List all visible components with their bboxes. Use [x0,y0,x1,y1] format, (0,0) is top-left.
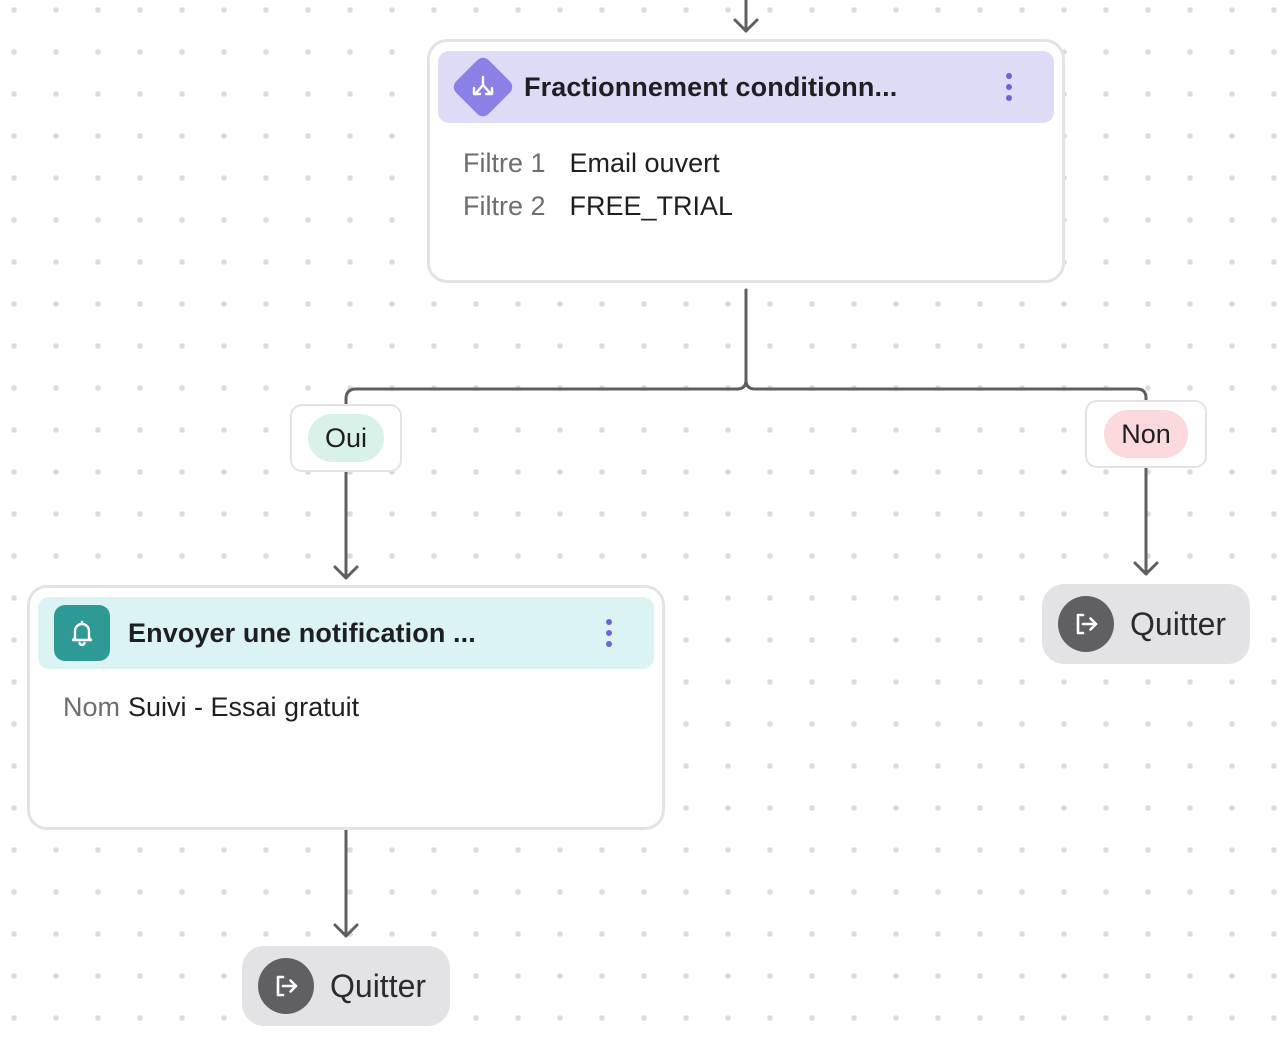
split-right-connector [744,378,1148,404]
bell-icon [54,605,110,661]
incoming-arrowhead [733,18,759,33]
notification-name-label: Nom [63,692,121,722]
split-node-title: Fractionnement conditionn... [524,71,898,102]
notification-node-title: Envoyer une notification ... [128,617,476,648]
split-node-more-options-icon[interactable] [994,67,1024,107]
split-arrows-icon [450,54,516,120]
notification-node-more-options-icon[interactable] [594,613,624,653]
exit-icon [258,958,314,1014]
yes-exit-node[interactable]: Quitter [242,946,450,1026]
notification-node-header[interactable]: Envoyer une notification ... [38,597,654,669]
yes-arrowhead [333,565,359,580]
filter-1-label: Filtre 1 [463,148,546,178]
yes-branch-label: Oui [307,414,385,462]
no-branch-label: Non [1104,410,1188,458]
no-exit-label: Quitter [1130,605,1227,642]
no-branch-label-box[interactable]: Non [1085,400,1207,468]
filter-2-label: Filtre 2 [463,191,546,221]
filter-1-value: Email ouvert [569,148,720,178]
filter-row-2: Filtre 2 FREE_TRIAL [463,191,733,222]
conditional-split-node[interactable]: Fractionnement conditionn... Filtre 1 Ema… [427,39,1065,283]
notification-arrowhead [333,923,359,938]
no-arrowhead [1133,561,1159,576]
yes-exit-label: Quitter [330,967,427,1004]
split-trunk-connector [344,288,748,407]
split-node-header[interactable]: Fractionnement conditionn... [438,51,1054,123]
notification-name-value: Suivi - Essai gratuit [128,692,360,722]
filter-2-value: FREE_TRIAL [569,191,734,221]
yes-branch-label-box[interactable]: Oui [290,404,402,472]
no-exit-node[interactable]: Quitter [1042,584,1250,664]
exit-icon [1058,596,1114,652]
filter-row-1: Filtre 1 Email ouvert [463,148,720,179]
